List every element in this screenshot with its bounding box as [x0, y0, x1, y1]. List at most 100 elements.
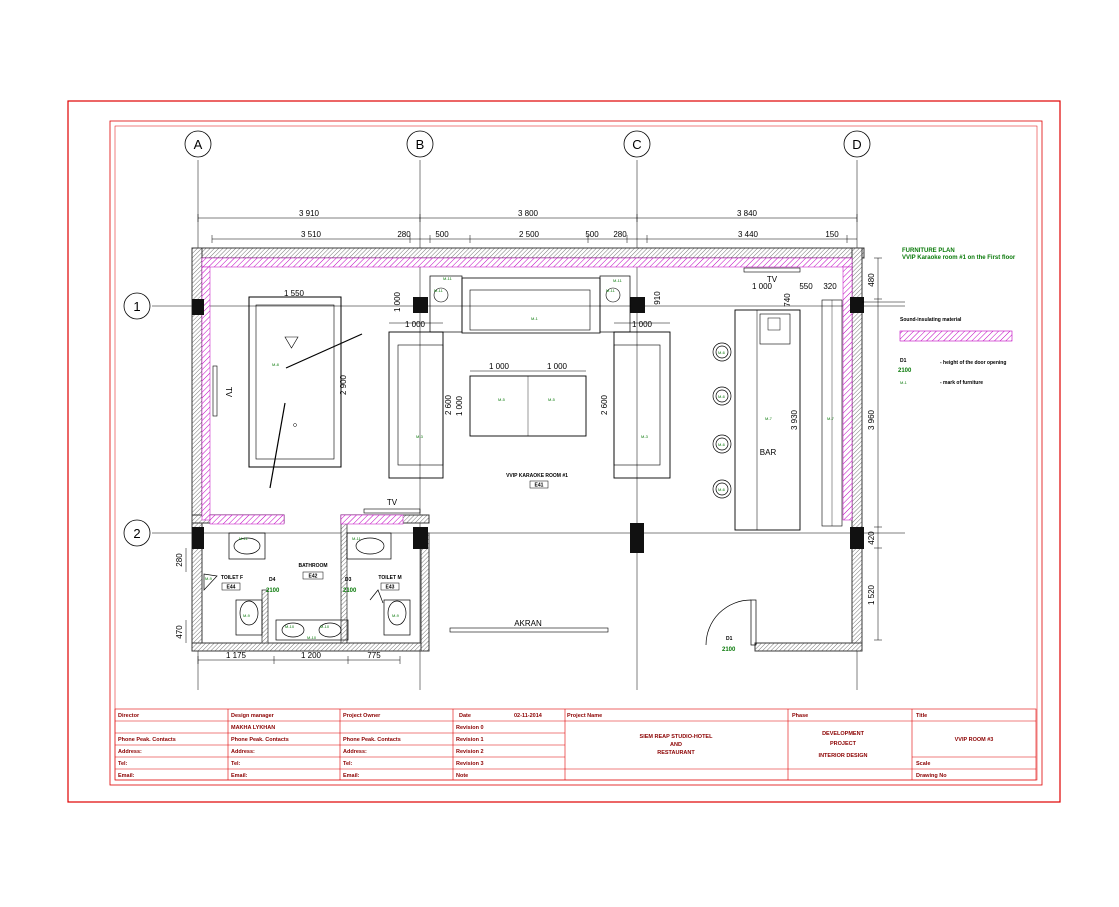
grid-label-c: C [632, 137, 641, 152]
stool-tag-2: M-6 [718, 394, 726, 399]
grid-label-b: B [416, 137, 425, 152]
tag-e41: E41 [535, 483, 544, 489]
dim-right-4: 1 520 [867, 584, 876, 605]
tb-col3-address: Address: [343, 749, 367, 755]
bar-back-tag: M-7 [827, 416, 835, 421]
tb-title: VVIP ROOM #3 [955, 737, 994, 743]
dim-detail-3: 500 [435, 230, 449, 239]
tb-project-name-label: Project Name [567, 713, 602, 719]
tb-project-name-1: SIEM REAP STUDIO-HOTEL [640, 734, 714, 740]
dim-detail-2: 280 [397, 230, 411, 239]
tb-title-label: Title [916, 713, 927, 719]
title-block [114, 708, 1037, 781]
basin-tag-3: M-10 [307, 635, 317, 640]
dim-sofa-h-left: 2 600 [444, 394, 453, 415]
tb-revision-0: Revision 0 [456, 725, 484, 731]
legend-door-height: 2100 [898, 368, 912, 374]
sofa-right-tag: M-3 [641, 434, 649, 439]
dim-detail-4: 2 500 [519, 230, 540, 239]
dim-detail-1: 3 510 [301, 230, 322, 239]
stool-tag-1: M-6 [718, 350, 726, 355]
label-bathroom: BATHROOM [298, 563, 327, 569]
legend-insulation: Sound-insulating material [900, 317, 962, 323]
columns [192, 297, 864, 553]
sofa-left: M-3 [388, 322, 444, 479]
label-bar: BAR [760, 448, 777, 457]
sink-tag-4: M-11 [613, 278, 623, 283]
bar-area: M-7 M-7 [734, 299, 843, 531]
door-d3-height: 2100 [343, 588, 357, 594]
tb-revision-2: Revision 2 [456, 749, 484, 755]
tb-note: Note [456, 773, 468, 779]
wc-tag-2: M-9 [392, 613, 400, 618]
dim-bar-550: 550 [799, 282, 813, 291]
stool-tag-3: M-6 [718, 442, 726, 447]
legend-door-code: D1 [900, 358, 907, 364]
tb-phase-label: Phase [792, 713, 808, 719]
legend-door-desc: - height of the door opening [940, 360, 1006, 366]
door-d4-height: 2100 [266, 588, 280, 594]
dim-right-3: 420 [867, 531, 876, 545]
label-toilet-f: TOILET F [221, 575, 243, 581]
door-d3-code: D3 [345, 577, 352, 583]
dim-tv-w: 1 000 [752, 282, 773, 291]
dim-top-2: 3 800 [518, 209, 539, 218]
top-dimensions [197, 214, 858, 243]
outer-frame [67, 100, 1061, 803]
coffee-tables: M-5 M-5 [469, 370, 587, 437]
tb-col2-tel: Tel: [231, 761, 241, 767]
dim-bar-320: 320 [823, 282, 837, 291]
table-left-tag: M-5 [498, 397, 506, 402]
dim-bar-740: 740 [783, 293, 792, 307]
legend: FURNITURE PLAN VVIP Karaoke room #1 on t… [898, 248, 1016, 386]
label-akran: AKRAN [514, 619, 542, 628]
title-block-text: Director Phone Peak. Contacts Address: T… [118, 713, 993, 779]
label-tv-top: TV [767, 275, 778, 284]
legend-title: FURNITURE PLAN [902, 248, 955, 254]
sink-tag-1: M-11 [434, 288, 444, 293]
legend-mark-code: M-1 [900, 380, 908, 385]
entrance-door [705, 599, 757, 646]
grid-label-a: A [194, 137, 203, 152]
tb-col3-email: Email: [343, 773, 360, 779]
tb-col2-email: Email: [231, 773, 248, 779]
tb-col3-phone: Phone Peak. Contacts [343, 737, 401, 743]
billiard-tag: M-8 [272, 362, 280, 367]
dim-detail-7: 3 440 [738, 230, 759, 239]
tb-col3-tel: Tel: [343, 761, 353, 767]
door-d1-code: D1 [726, 636, 733, 642]
dim-detail-6: 280 [613, 230, 627, 239]
room-name: VVIP KARAOKE ROOM #1 [506, 473, 568, 479]
inner-frame [109, 120, 1043, 786]
left-tv [212, 365, 218, 417]
dim-billiard-w: 1 550 [284, 289, 305, 298]
dim-sofa-w-left: 1 000 [405, 320, 426, 329]
dim-billiard-h: 2 900 [339, 374, 348, 395]
dim-top-1: 3 910 [299, 209, 320, 218]
dim-table-h: 1 000 [455, 395, 464, 416]
tb-col2-address: Address: [231, 749, 255, 755]
grid-label-2: 2 [133, 526, 140, 541]
dim-detail-8: 150 [825, 230, 839, 239]
bar-tag: M-7 [765, 416, 773, 421]
tag-e42: E42 [309, 574, 318, 580]
dim-bar-len: 3 930 [790, 409, 799, 430]
tb-design-manager-name: MAKHA LYKHAN [231, 725, 275, 731]
tb-phase-2: PROJECT [830, 741, 857, 747]
table-right-tag: M-5 [548, 397, 556, 402]
right-dimensions [862, 257, 905, 641]
sideboard-tag: M-1 [531, 316, 539, 321]
sideboard: M-1 [461, 277, 601, 334]
dim-bottom-1: 1 175 [226, 651, 247, 660]
dim-sink-right: 910 [653, 291, 662, 305]
grid-label-1: 1 [133, 299, 140, 314]
dim-sofa-w-right: 1 000 [632, 320, 653, 329]
dim-top-3: 3 840 [737, 209, 758, 218]
bathroom-fixtures [203, 532, 411, 641]
grid-bubbles: A B C D 1 2 [123, 130, 871, 547]
dim-bottom-3: 775 [367, 651, 381, 660]
sofa-left-tag: M-3 [416, 434, 424, 439]
tb-col1-address: Address: [118, 749, 142, 755]
legend-subtitle: VVIP Karaoke room #1 on the First floor [902, 255, 1016, 261]
